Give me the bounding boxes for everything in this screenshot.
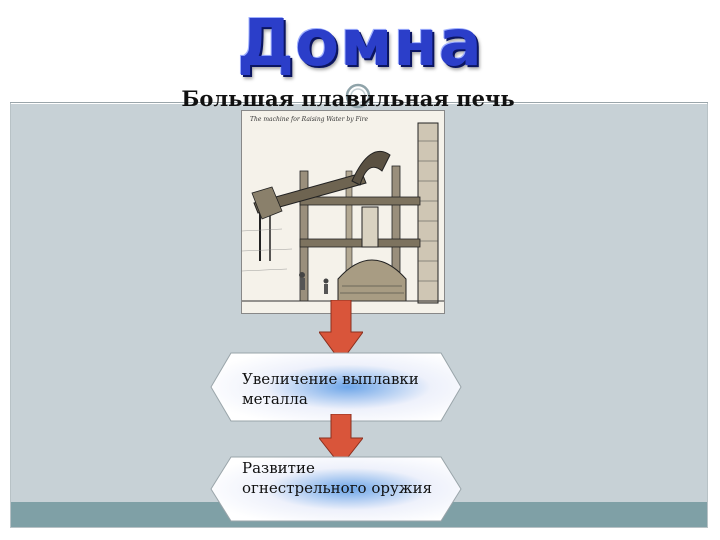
decorative-ring-icon bbox=[345, 83, 371, 109]
flow-step-text: Увеличение выплавки металла bbox=[242, 370, 419, 408]
engraving-caption: The machine for Raising Water by Fire bbox=[250, 116, 368, 123]
furnace-engraving-image: The machine for Raising Water by Fire bbox=[241, 110, 445, 314]
slide-title: Домна bbox=[237, 7, 483, 81]
down-arrow-icon bbox=[319, 300, 363, 362]
slide-subtitle: Большая плавильная печь bbox=[181, 86, 515, 111]
flow-step-box: Увеличение выплавки металла bbox=[209, 352, 462, 422]
down-arrow-icon bbox=[319, 414, 363, 466]
flow-step-text: Развитие огнестрельного оружия bbox=[242, 459, 433, 497]
flow-step-box: Развитие огнестрельного оружия bbox=[209, 456, 462, 522]
